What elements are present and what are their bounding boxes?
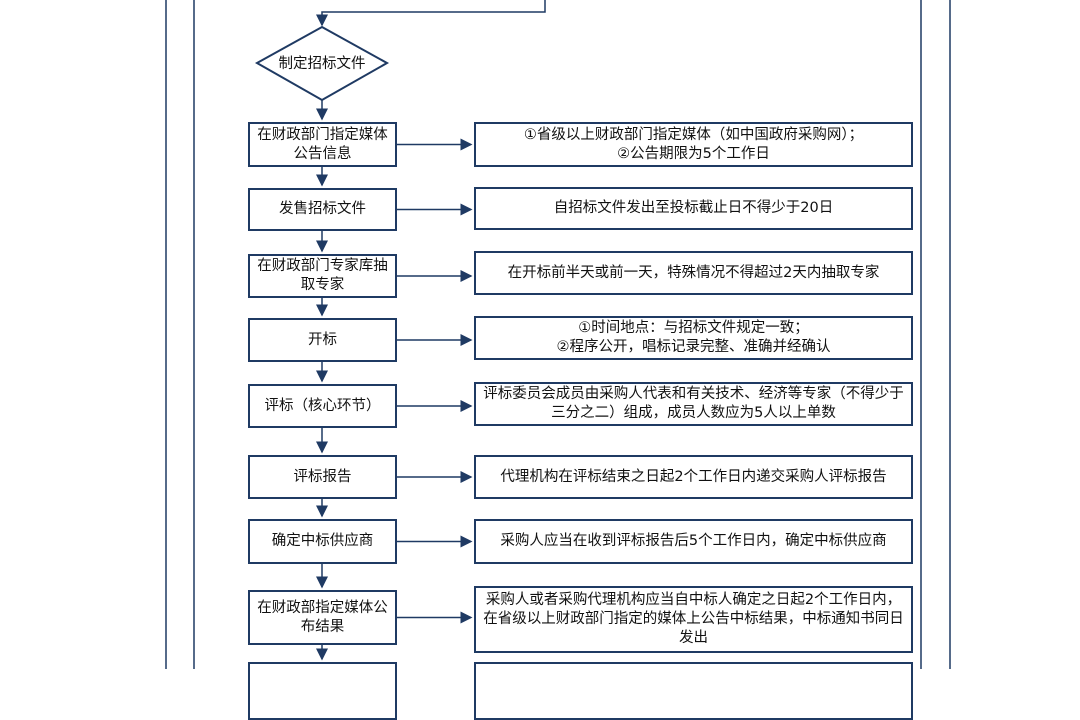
step-box: 在财政部门指定媒体公告信息: [248, 122, 397, 167]
flowchart-connectors: [165, 0, 951, 669]
step-note-box: ①省级以上财政部门指定媒体（如中国政府采购网）； ②公告期限为5个工作日: [474, 122, 913, 167]
step-note-box: [474, 662, 913, 720]
step-note-box: ①时间地点：与招标文件规定一致； ②程序公开，唱标记录完整、准确并经确认: [474, 316, 913, 360]
connector-top: [316, 0, 546, 27]
step-box: 发售招标文件: [248, 188, 397, 231]
step-note-box: 采购人应当在收到评标报告后5个工作日内，确定中标供应商: [474, 519, 913, 564]
step-box: 评标报告: [248, 455, 397, 499]
step-box: 在财政部门专家库抽取专家: [248, 254, 397, 298]
step-note-box: 评标委员会成员由采购人代表和有关技术、经济等专家（不得少于三分之二）组成，成员人…: [474, 382, 913, 426]
step-box: 开标: [248, 318, 397, 362]
step-note-box: 采购人或者采购代理机构应当自中标人确定之日起2个工作日内，在省级以上财政部门指定…: [474, 586, 913, 653]
step-box: 在财政部指定媒体公布结果: [248, 590, 397, 645]
step-note-box: 在开标前半天或前一天，特殊情况不得超过2天内抽取专家: [474, 251, 913, 295]
step-note-box: 代理机构在评标结束之日起2个工作日内递交采购人评标报告: [474, 455, 913, 499]
decision-label: 制定招标文件: [278, 56, 366, 72]
step-box: 评标（核心环节）: [248, 384, 397, 428]
step-box: [248, 662, 397, 720]
step-note-box: 自招标文件发出至投标截止日不得少于20日: [474, 187, 913, 230]
step-box: 确定中标供应商: [248, 519, 397, 564]
